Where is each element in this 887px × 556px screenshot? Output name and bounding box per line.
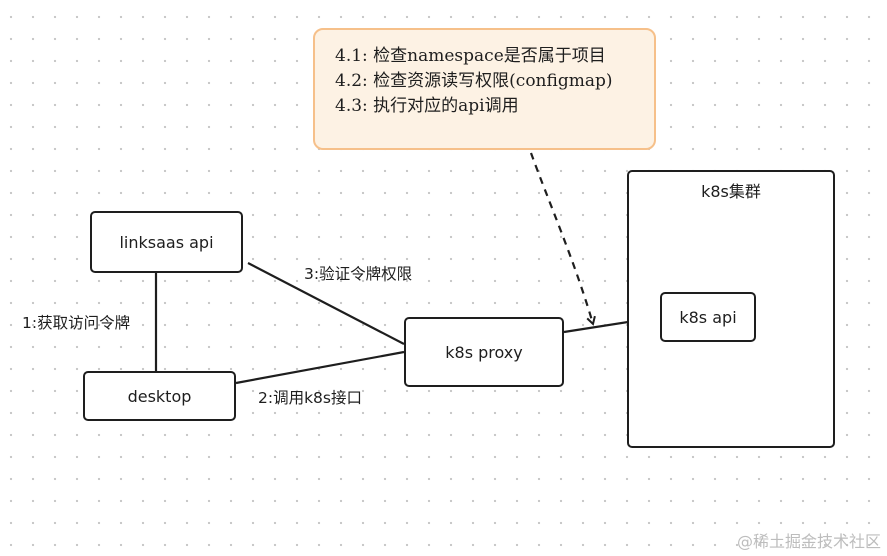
note-line-4-2: 4.2: 检查资源读写权限(configmap) xyxy=(335,71,613,91)
k8s-proxy-node: k8s proxy xyxy=(404,317,564,387)
linksaas-api-node: linksaas api xyxy=(90,211,243,273)
k8s-api-node: k8s api xyxy=(660,292,756,342)
note-box: 4.1: 检查namespace是否属于项目 4.2: 检查资源读写权限(con… xyxy=(313,28,656,150)
desktop-node: desktop xyxy=(83,371,236,421)
edge-linksaas-proxy xyxy=(247,262,405,345)
edge-label-verify-token: 3:验证令牌权限 xyxy=(304,265,413,283)
edge-desktop-proxy xyxy=(235,350,405,385)
note-line-4-1: 4.1: 检查namespace是否属于项目 xyxy=(335,46,606,66)
note-line-4-3: 4.3: 执行对应的api调用 xyxy=(335,96,519,116)
watermark: @稀土掘金技术社区 xyxy=(736,532,881,551)
edge-label-get-token: 1:获取访问令牌 xyxy=(22,314,131,332)
edge-label-call-k8s: 2:调用k8s接口 xyxy=(258,389,362,407)
edge-note-dashed-arrow xyxy=(529,152,593,324)
k8s-cluster-label: k8s集群 xyxy=(701,182,761,201)
